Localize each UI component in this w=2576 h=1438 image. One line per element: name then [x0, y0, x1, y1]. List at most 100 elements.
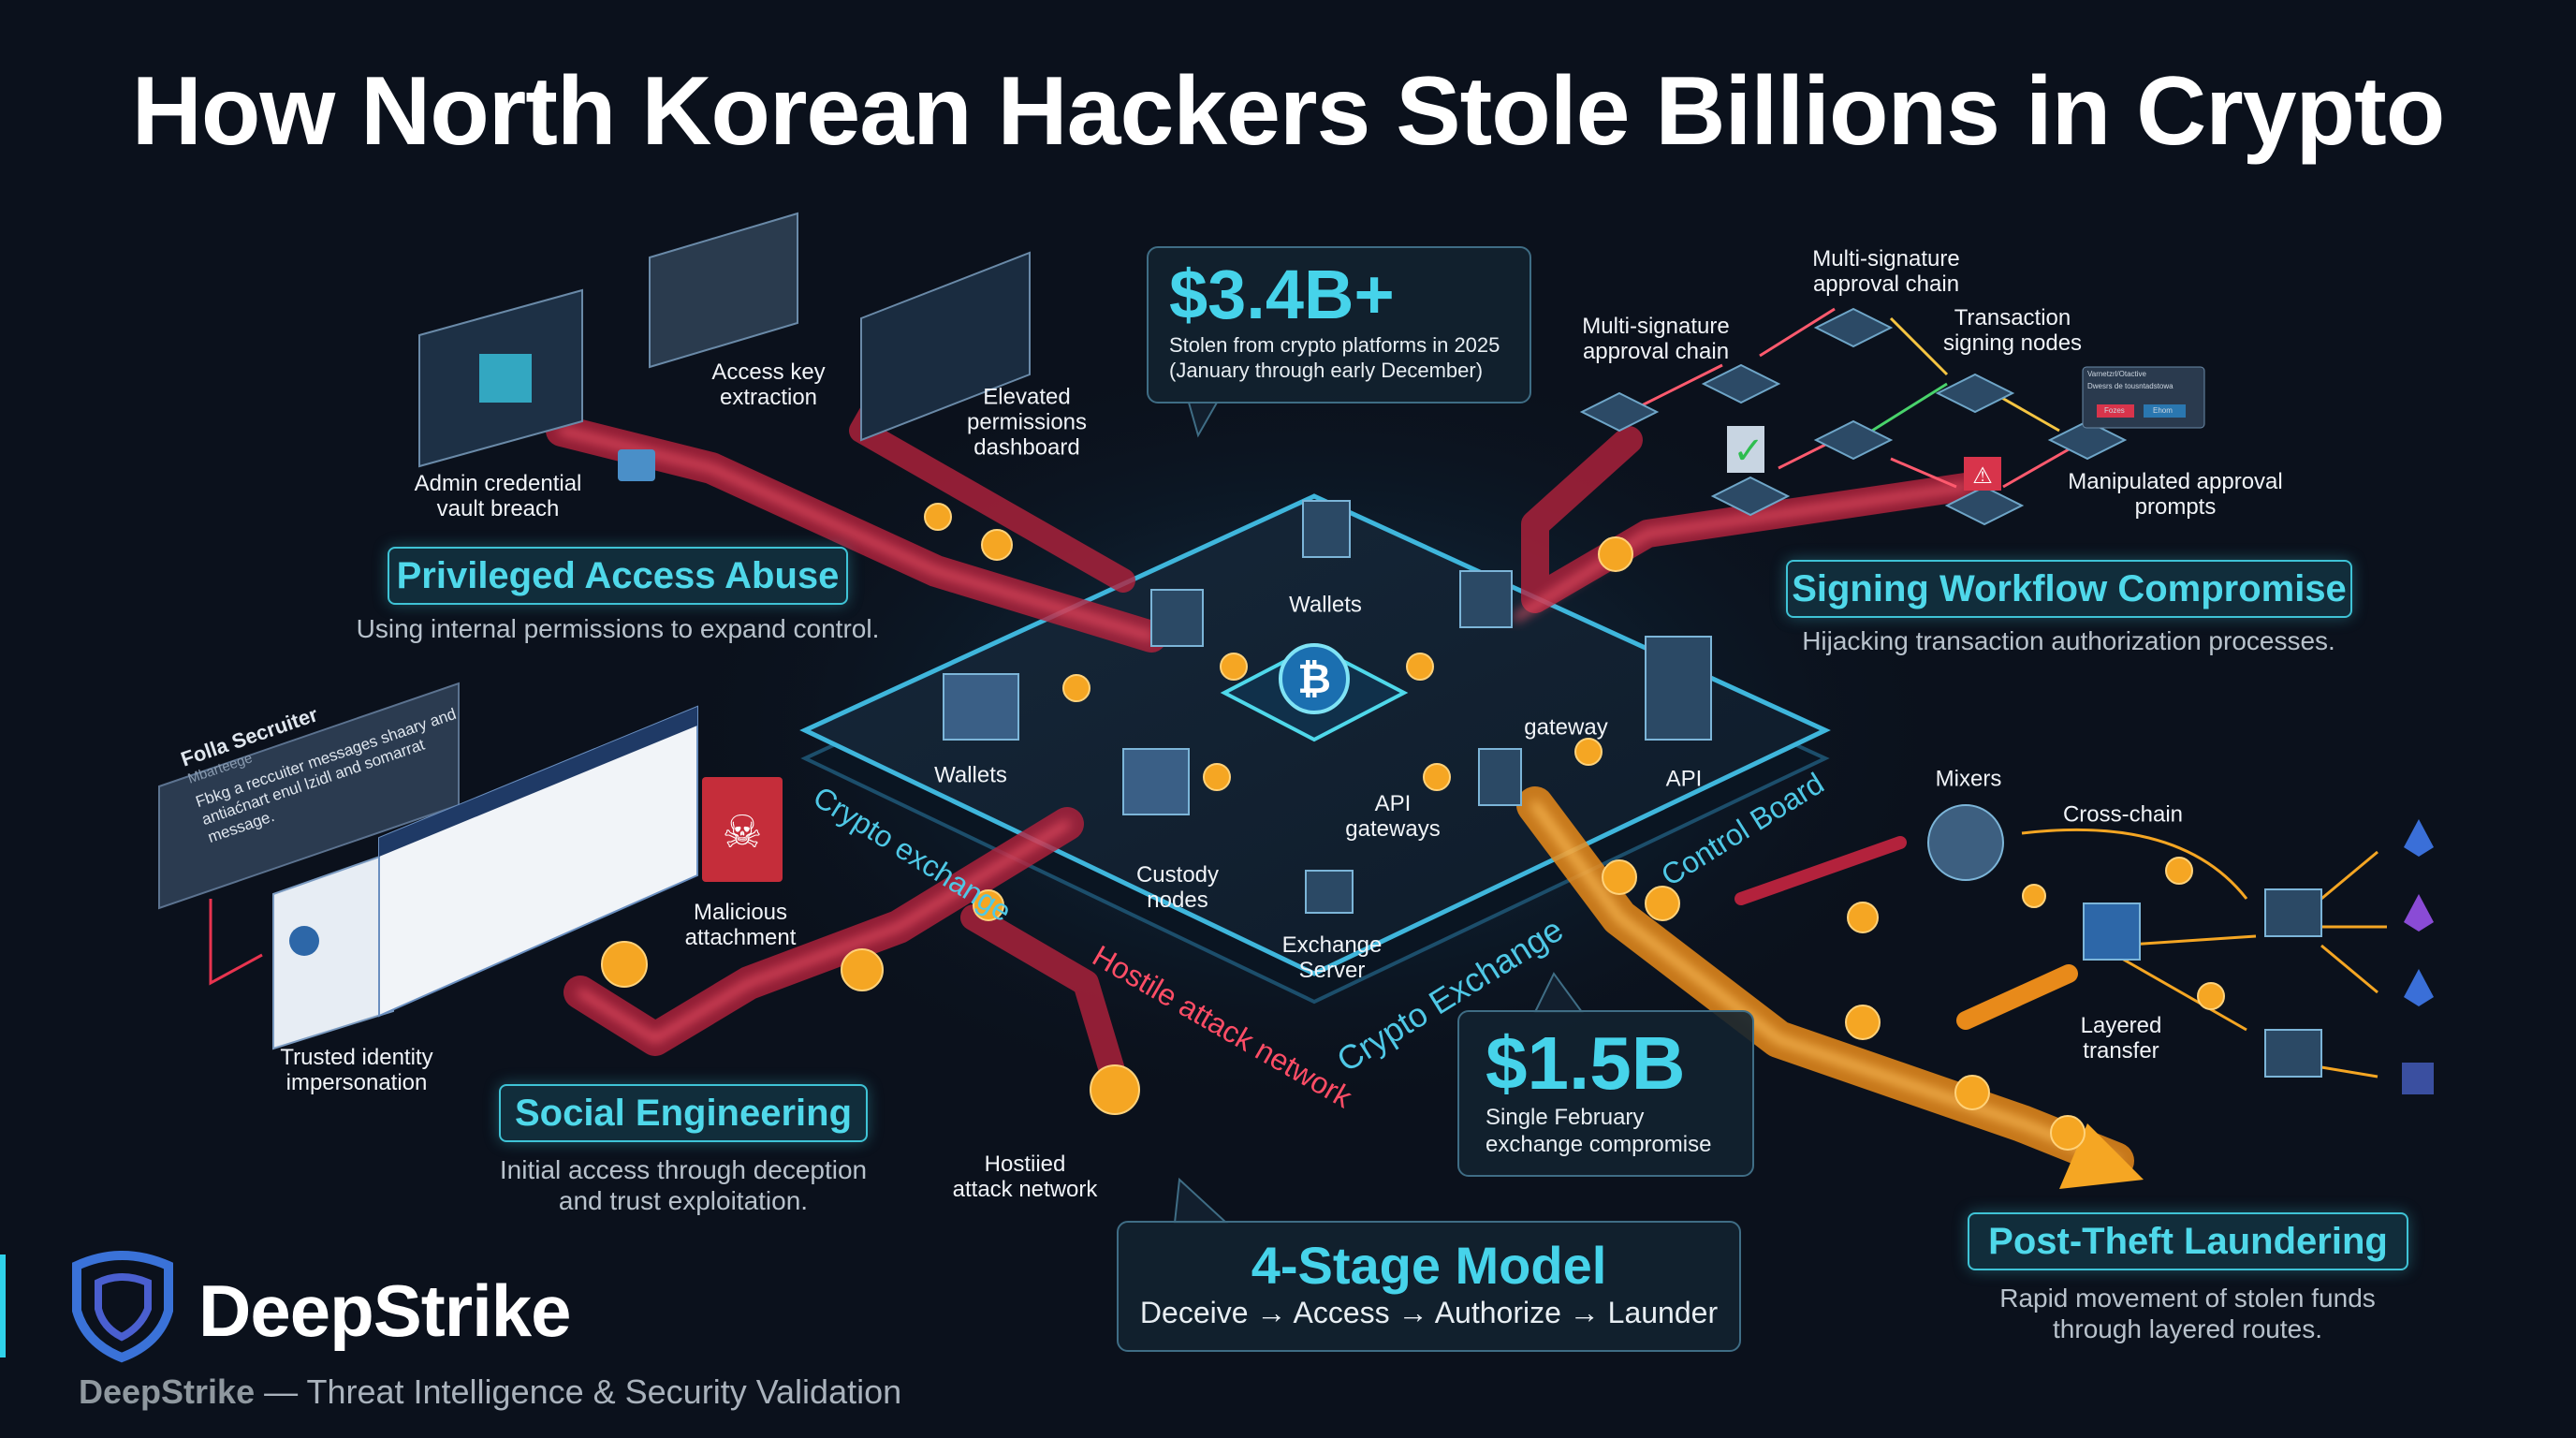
lock-icon [618, 449, 655, 481]
coin [1602, 859, 1637, 895]
signing-node [1701, 363, 1781, 404]
brand-tagline: DeepStrike — Threat Intelligence & Secur… [79, 1372, 901, 1412]
tagline-brand: DeepStrike [79, 1372, 256, 1411]
svg-text:⚠: ⚠ [1972, 463, 1993, 489]
label-line: Transaction [1954, 305, 2071, 330]
label-gateway: gateway [1524, 714, 1608, 741]
crosschain-hub [2264, 888, 2322, 937]
signing-node [1579, 391, 1660, 433]
page-title: How North Korean Hackers Stole Billions … [131, 57, 2446, 166]
coin [1203, 763, 1231, 791]
popup-red-button[interactable]: Fozes [2104, 406, 2125, 415]
label-line: Custody [1135, 862, 1220, 888]
label-line: Manipulated approval [2068, 469, 2283, 494]
stat-stolen-2025: $3.4B+ Stolen from crypto platforms in 2… [1147, 246, 1531, 404]
popup-blue-button[interactable]: Ehom [2153, 406, 2173, 415]
stat-text: Stolen from crypto platforms in 2025 (Ja… [1169, 333, 1500, 382]
label-wallets-top: Wallets [1289, 592, 1362, 618]
stage-social-subtitle: Initial access through deception and tru… [402, 1154, 964, 1216]
coin [1845, 1005, 1881, 1040]
label-wallets-left: Wallets [934, 762, 1007, 788]
coin [2165, 857, 2193, 885]
bitcoin-core: ₿ [1220, 643, 1409, 742]
signing-node [1935, 373, 2015, 414]
label-line: Multi-signature [1812, 246, 1960, 271]
label-line: Elevated [983, 384, 1071, 410]
stage-laundering-subtitle: Rapid movement of stolen funds through l… [1907, 1283, 2468, 1344]
coin [1090, 1064, 1140, 1115]
label-line: Exchange [1281, 932, 1383, 958]
mixer-icon [1927, 804, 2004, 881]
coin [1598, 536, 1633, 572]
brand-name: DeepStrike [198, 1269, 572, 1352]
label-line: prompts [2134, 494, 2217, 520]
vault-screen [418, 288, 583, 468]
label-line: attack network [952, 1177, 1098, 1202]
label-line: Admin credential [414, 471, 582, 496]
label-line: signing nodes [1942, 330, 2083, 356]
label-line: permissions [966, 409, 1088, 435]
label-line: dashboard [973, 434, 1080, 461]
label-line: nodes [1147, 888, 1208, 913]
label-line: Multi-signature [1582, 314, 1730, 339]
label-line: Layered [2080, 1013, 2162, 1038]
stat-february: $1.5B Single February exchange compromis… [1457, 1010, 1754, 1177]
label-line: Trusted identity [280, 1045, 433, 1070]
coin [1220, 653, 1248, 681]
stat-text-line2: exchange compromise [1486, 1132, 1712, 1157]
subtitle-line: Rapid movement of stolen funds [1999, 1284, 2376, 1313]
warning-icon [1964, 457, 2001, 491]
api-server [1645, 636, 1712, 741]
access-key-screen [649, 212, 798, 369]
label-line: API [1374, 791, 1412, 816]
label-line: gateways [1345, 816, 1441, 842]
stat-text-line1: Single February [1486, 1105, 1645, 1130]
stat-value: $1.5B [1486, 1021, 1686, 1105]
coin [601, 941, 648, 988]
label-line: Malicious [693, 900, 788, 925]
stage-post-theft-laundering: Post-Theft Laundering [1968, 1212, 2408, 1270]
coin [1645, 886, 1680, 921]
token-icons [2402, 819, 2434, 1094]
tagline-text: — Threat Intelligence & Security Validat… [264, 1372, 902, 1411]
coin [1574, 738, 1603, 766]
wallet-server [1302, 500, 1351, 558]
wallet-icon [943, 673, 1019, 741]
coin [1847, 902, 1879, 933]
label-line: Access key [711, 360, 826, 385]
stage-social-engineering: Social Engineering [499, 1084, 868, 1142]
document-check-icon [1727, 426, 1764, 473]
signing-node [1813, 307, 1894, 348]
label-line: Hostiied [984, 1152, 1066, 1177]
profile-window [272, 850, 394, 1050]
coin [1954, 1075, 1990, 1110]
coin [1406, 653, 1434, 681]
layer-stack [2264, 1029, 2322, 1078]
popup-title: Varnetzrl/Otactive [2087, 370, 2146, 378]
email-window [378, 705, 698, 1018]
stage-privileged-access: Privileged Access Abuse [388, 547, 848, 605]
wallet-icon [2083, 902, 2141, 961]
gateway-server [1478, 748, 1522, 806]
label-cross-chain: Cross-chain [2062, 801, 2184, 828]
subtitle-line: through layered routes. [2053, 1314, 2322, 1343]
label-line: extraction [719, 385, 818, 410]
malicious-file-icon: ☠ [702, 777, 783, 882]
coin [2197, 982, 2225, 1010]
stage-signing-subtitle: Hijacking transaction authorization proc… [1802, 626, 2335, 655]
stat-value: $3.4B+ [1169, 256, 1395, 333]
label-mixers: Mixers [1935, 766, 2002, 792]
